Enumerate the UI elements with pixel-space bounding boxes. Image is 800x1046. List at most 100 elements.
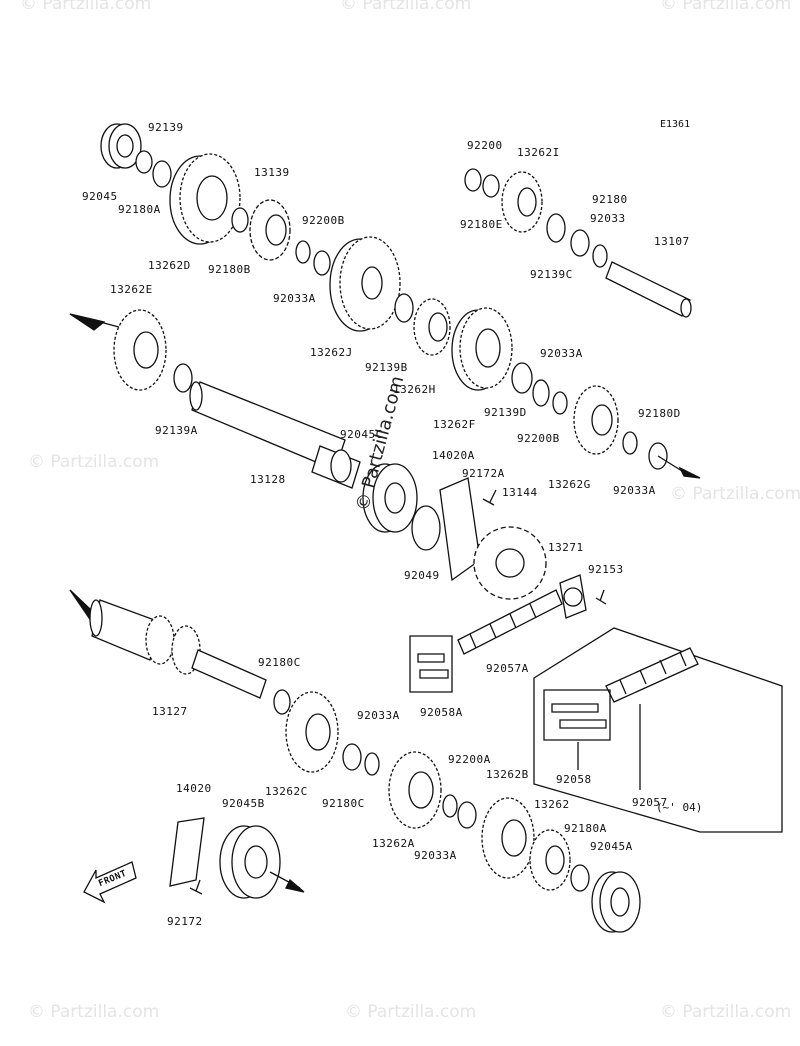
part-number-label: 92180B xyxy=(208,263,251,276)
watermark: © Partzilla.com xyxy=(670,484,800,504)
gear-13262 xyxy=(529,829,571,891)
part-number-label: 92045C xyxy=(340,428,383,441)
part-number-label: 92057A xyxy=(486,662,529,675)
model-year-note: (~' 04) xyxy=(656,801,703,814)
gear-13262C xyxy=(285,691,339,773)
plate-14020 xyxy=(169,817,205,887)
bushing-92139C xyxy=(546,213,566,243)
part-number-label: 92180A xyxy=(118,203,161,216)
gear-13262G xyxy=(573,385,619,455)
bearing-92045 xyxy=(100,123,142,169)
part-number-label: 13262H xyxy=(393,383,436,396)
watermark: © Partzilla.com xyxy=(660,1002,792,1022)
gear-13262B xyxy=(481,797,535,879)
watermark: © Partzilla.com xyxy=(345,1002,477,1022)
gear-13139 xyxy=(249,199,291,261)
part-number-label: 13262I xyxy=(517,146,560,159)
collar-92180A xyxy=(135,150,153,174)
part-number-label: 92180A xyxy=(564,822,607,835)
part-number-label: 13262D xyxy=(148,259,191,272)
part-number-label: 13262G xyxy=(548,478,591,491)
part-number-label: 13127 xyxy=(152,705,188,718)
part-number-label: 13139 xyxy=(254,166,290,179)
part-number-label: 13262A xyxy=(372,837,415,850)
circlip-92200 xyxy=(482,174,500,198)
part-number-label: 92045B xyxy=(222,797,265,810)
bearing-92045C xyxy=(362,463,418,533)
holder-13271 xyxy=(559,574,587,619)
part-number-label: 92033A xyxy=(273,292,316,305)
circlip-92033 xyxy=(592,244,608,268)
part-number-label: 92180 xyxy=(592,193,628,206)
washer-92180C xyxy=(342,743,362,771)
part-number-label: 13262 xyxy=(534,798,570,811)
part-number-label: 92180E xyxy=(460,218,503,231)
part-number-label: 92139D xyxy=(484,406,527,419)
washer-92200A xyxy=(457,801,477,829)
watermark: © Partzilla.com xyxy=(340,0,472,14)
part-number-label: 92172 xyxy=(167,915,203,928)
bushing-92139B xyxy=(394,293,414,323)
part-number-label: 92200A xyxy=(448,753,491,766)
washer-92180A xyxy=(570,864,590,892)
axis-arrow xyxy=(678,466,701,479)
part-number-label: 14020 xyxy=(176,782,212,795)
gear-13262D xyxy=(169,153,241,245)
part-number-label: 13144 xyxy=(502,486,538,499)
part-number-label: 92045A xyxy=(590,840,633,853)
part-number-label: 13262B xyxy=(486,768,529,781)
part-number-label: 92172A xyxy=(462,467,505,480)
bolt-92172A xyxy=(482,489,497,506)
part-number-label: 92049 xyxy=(404,569,440,582)
part-number-label: 92033 xyxy=(590,212,626,225)
part-number-label: 92200 xyxy=(467,139,503,152)
part-number-label: 92180C xyxy=(258,656,301,669)
part-number-label: 13262J xyxy=(310,346,353,359)
shaft-13107 xyxy=(605,261,692,318)
watermark: © Partzilla.com xyxy=(660,0,792,14)
part-number-label: 92200B xyxy=(517,432,560,445)
part-number-label: 92180C xyxy=(322,797,365,810)
circlip-92033A xyxy=(622,431,638,455)
sprocket-13144 xyxy=(473,526,547,600)
washer-92180B xyxy=(231,207,249,233)
oil-seal-92049 xyxy=(411,505,441,551)
shaft-13127 xyxy=(89,599,267,699)
washer-92180 xyxy=(570,229,590,257)
gear-13262J xyxy=(329,236,401,332)
axis-arrow xyxy=(69,313,106,331)
part-number-label: 92139B xyxy=(365,361,408,374)
washer-92180E xyxy=(464,168,482,192)
part-number-label: 92058 xyxy=(556,773,592,786)
bushing-92139 xyxy=(152,160,172,188)
gear-13262I xyxy=(501,171,543,233)
part-number-label: 92200B xyxy=(302,214,345,227)
watermark: © Partzilla.com xyxy=(20,0,152,14)
gear-13262A xyxy=(388,751,442,829)
part-number-label: 92033A xyxy=(540,347,583,360)
part-number-label: 92033A xyxy=(357,709,400,722)
bushing-92139A xyxy=(173,363,193,393)
chain-92057A xyxy=(457,589,563,655)
part-number-label: 14020A xyxy=(432,449,475,462)
circlip-92033A xyxy=(552,391,568,415)
bolt-92172 xyxy=(189,879,203,895)
washer-92180C xyxy=(273,689,291,715)
washer-92200B xyxy=(532,379,550,407)
plate-14020A xyxy=(439,477,481,582)
part-number-label: 92180D xyxy=(638,407,681,420)
shaft-13128 xyxy=(189,381,361,489)
diagram-code: E1361 xyxy=(660,119,691,130)
circlip-92033A xyxy=(364,752,380,776)
circlip-92033A xyxy=(442,794,458,818)
watermark: © Partzilla.com xyxy=(28,1002,160,1022)
part-number-label: 13262E xyxy=(110,283,153,296)
part-number-label: 13128 xyxy=(250,473,286,486)
part-number-label: 92033A xyxy=(414,849,457,862)
washer-92200B xyxy=(313,250,331,276)
part-number-label: 92058A xyxy=(420,706,463,719)
gear-13262H xyxy=(413,298,451,356)
watermark: © Partzilla.com xyxy=(28,452,160,472)
part-number-label: 13107 xyxy=(654,235,690,248)
